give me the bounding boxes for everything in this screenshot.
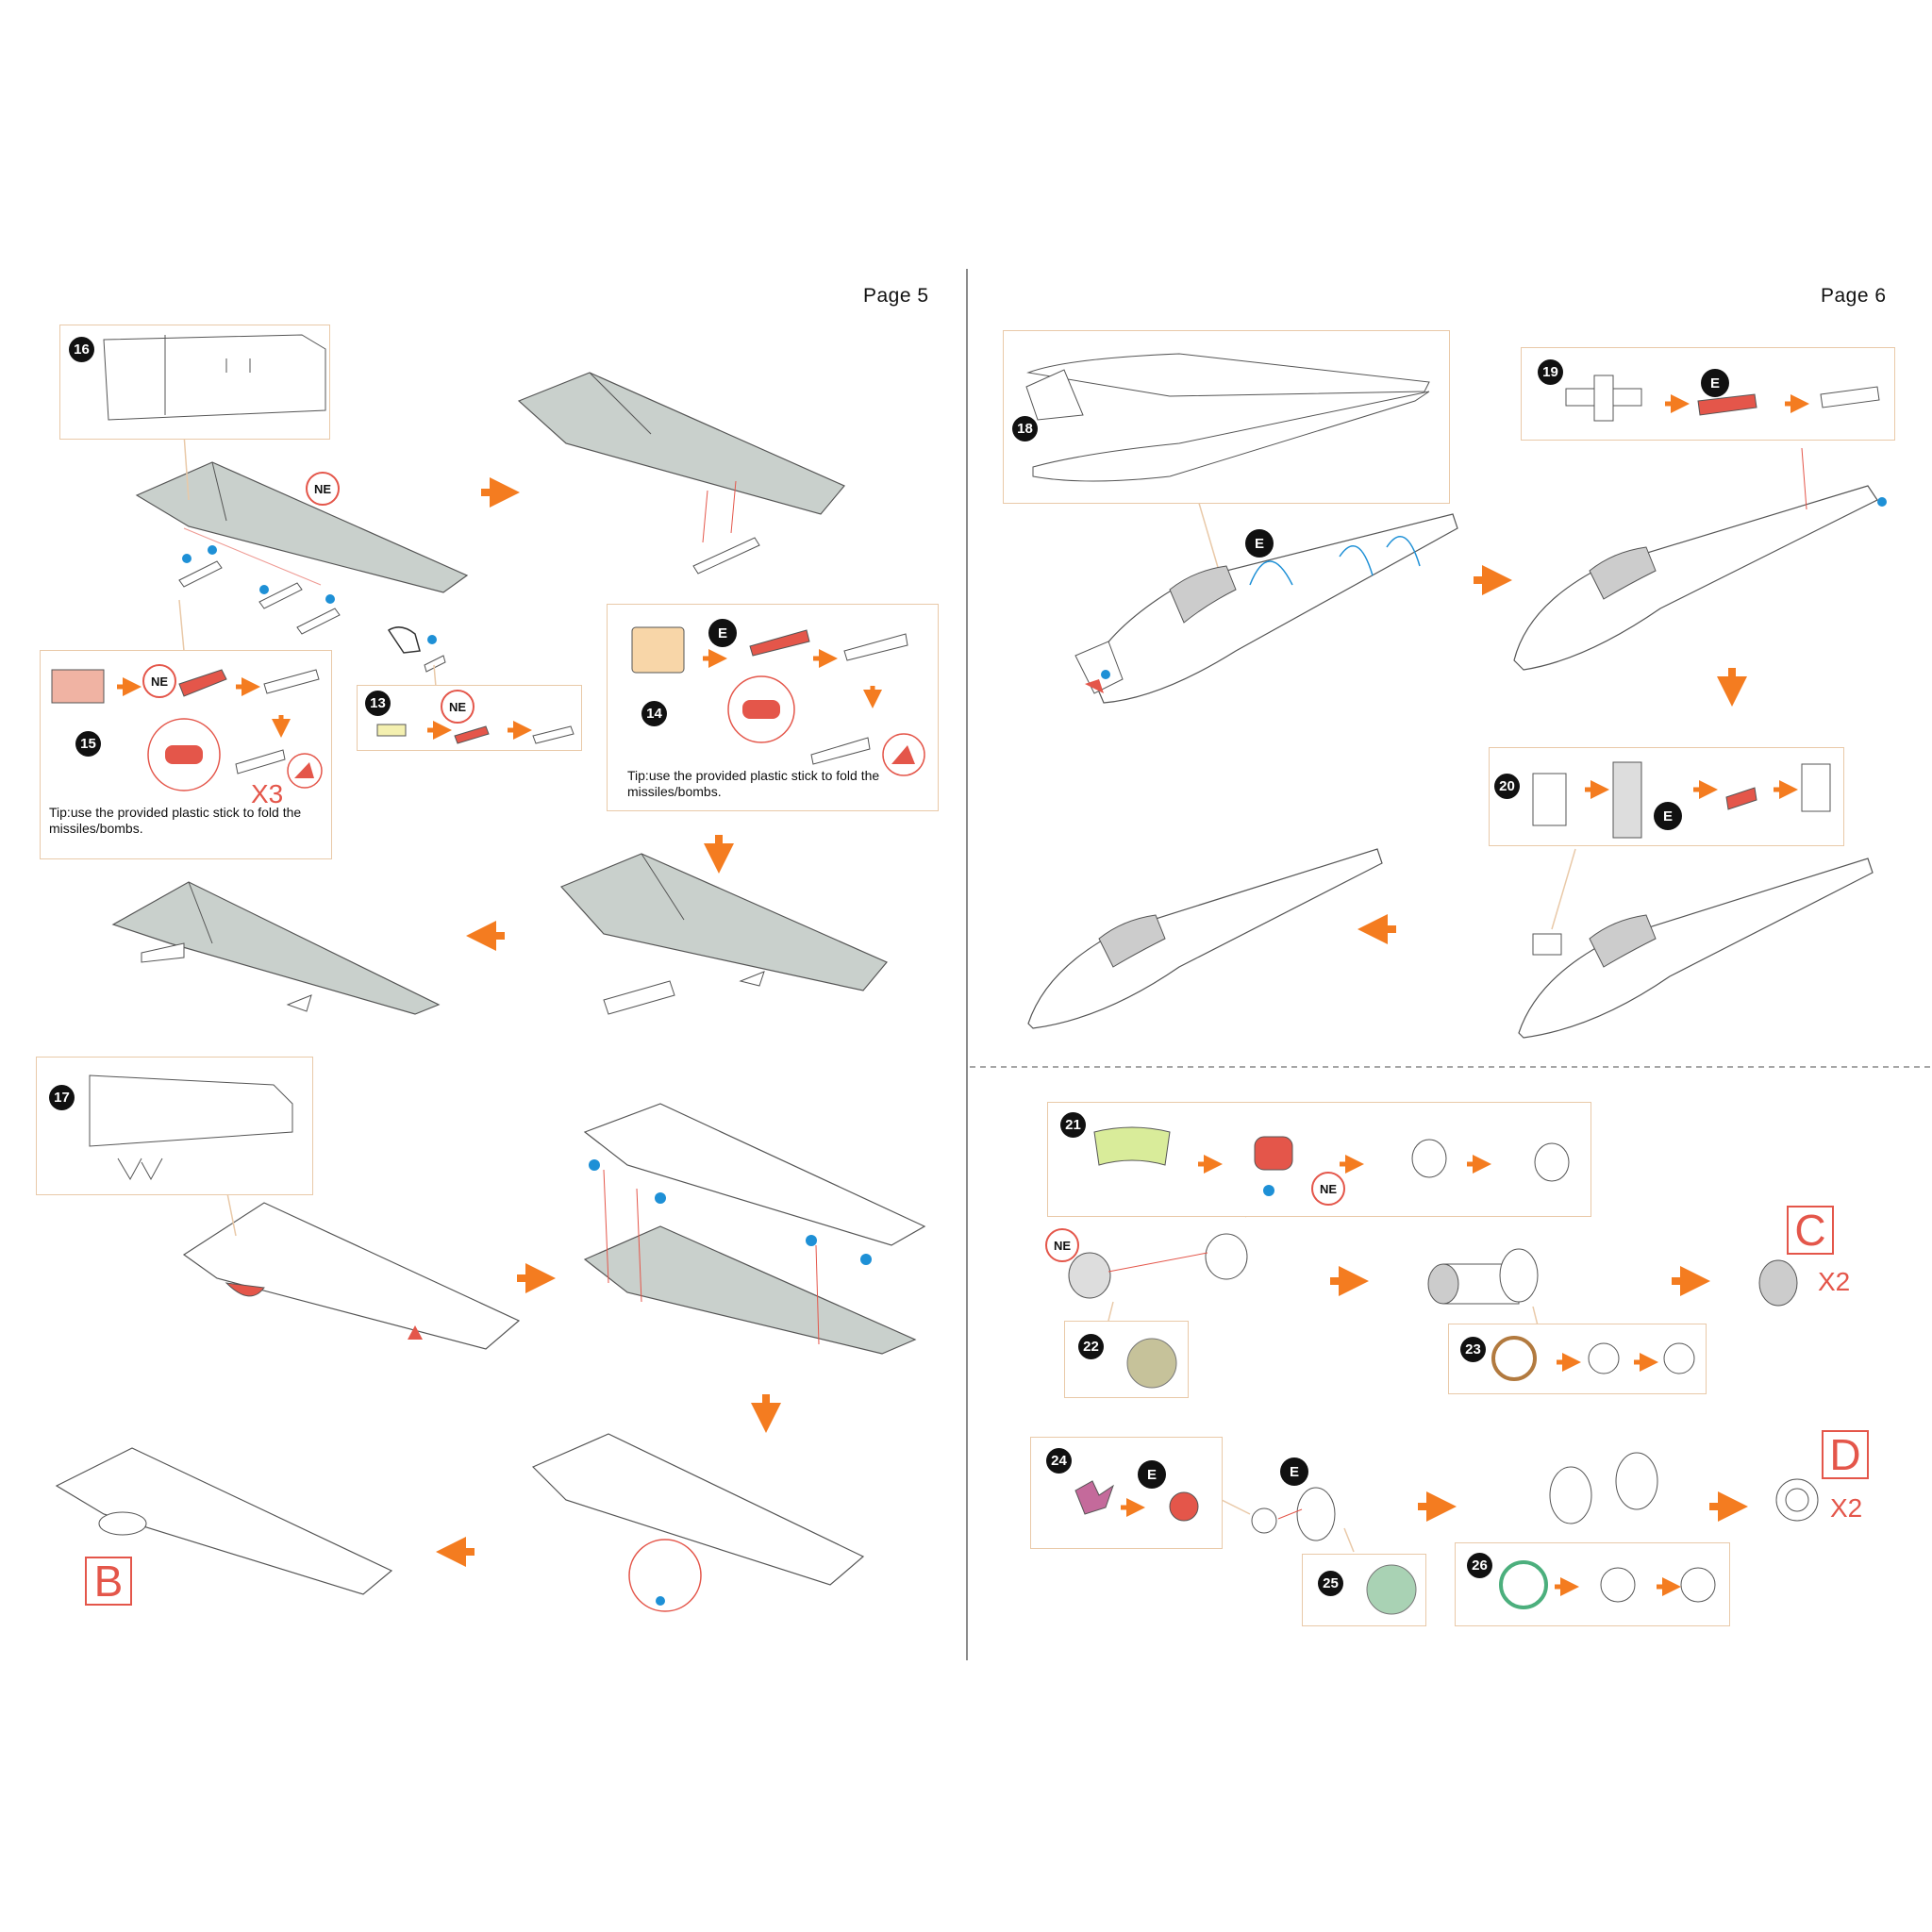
- e-tag: E: [1245, 529, 1274, 558]
- step-number-16: 16: [69, 337, 94, 362]
- e-tag: E: [1280, 1457, 1308, 1486]
- ne-tag: NE: [441, 690, 475, 724]
- assembly-letter-b: B: [85, 1557, 132, 1606]
- step-number-25: 25: [1318, 1571, 1343, 1596]
- ne-tag: NE: [1045, 1228, 1079, 1262]
- step-number-21: 21: [1060, 1112, 1086, 1138]
- step-14-tip: Tip:use the provided plastic stick to fo…: [627, 768, 880, 799]
- step-22-inset: [1064, 1321, 1189, 1398]
- ne-tag: NE: [142, 664, 176, 698]
- step-number-22: 22: [1078, 1334, 1104, 1359]
- step-number-26: 26: [1467, 1553, 1492, 1578]
- ne-tag: NE: [1311, 1172, 1345, 1206]
- step-number-24: 24: [1046, 1448, 1072, 1474]
- wing-part-gray: [135, 461, 469, 593]
- step-number-20: 20: [1494, 774, 1520, 799]
- page-5-label: Page 5: [863, 285, 929, 307]
- assembly-letter-d: D: [1822, 1430, 1869, 1479]
- step-15-multiplier: X3: [251, 779, 284, 808]
- step-18-inset: [1003, 330, 1450, 504]
- step-number-14: 14: [641, 701, 667, 726]
- e-tag: E: [1138, 1460, 1166, 1489]
- step-number-19: 19: [1538, 359, 1563, 385]
- step-20-inset: [1489, 747, 1844, 846]
- hand-pointer-icon: [387, 626, 421, 654]
- step-16-inset: [59, 325, 330, 440]
- assembly-letter-c: C: [1787, 1206, 1834, 1255]
- e-tag: E: [708, 619, 737, 647]
- ne-tag: NE: [306, 472, 340, 506]
- e-tag: E: [1701, 369, 1729, 397]
- assembly-c-multiplier: X2: [1818, 1267, 1851, 1296]
- step-23-inset: [1448, 1324, 1707, 1394]
- e-tag: E: [1654, 802, 1682, 830]
- step-17-inset: [36, 1057, 313, 1195]
- step-number-23: 23: [1460, 1337, 1486, 1362]
- step-26-inset: [1455, 1542, 1730, 1626]
- step-15-tip: Tip:use the provided plastic stick to fo…: [49, 805, 302, 836]
- page-6-label: Page 6: [1821, 285, 1887, 307]
- step-number-15: 15: [75, 731, 101, 757]
- step-number-17: 17: [49, 1085, 75, 1110]
- assembly-d-multiplier: X2: [1830, 1493, 1863, 1523]
- step-number-18: 18: [1012, 416, 1038, 441]
- step-number-13: 13: [365, 691, 391, 716]
